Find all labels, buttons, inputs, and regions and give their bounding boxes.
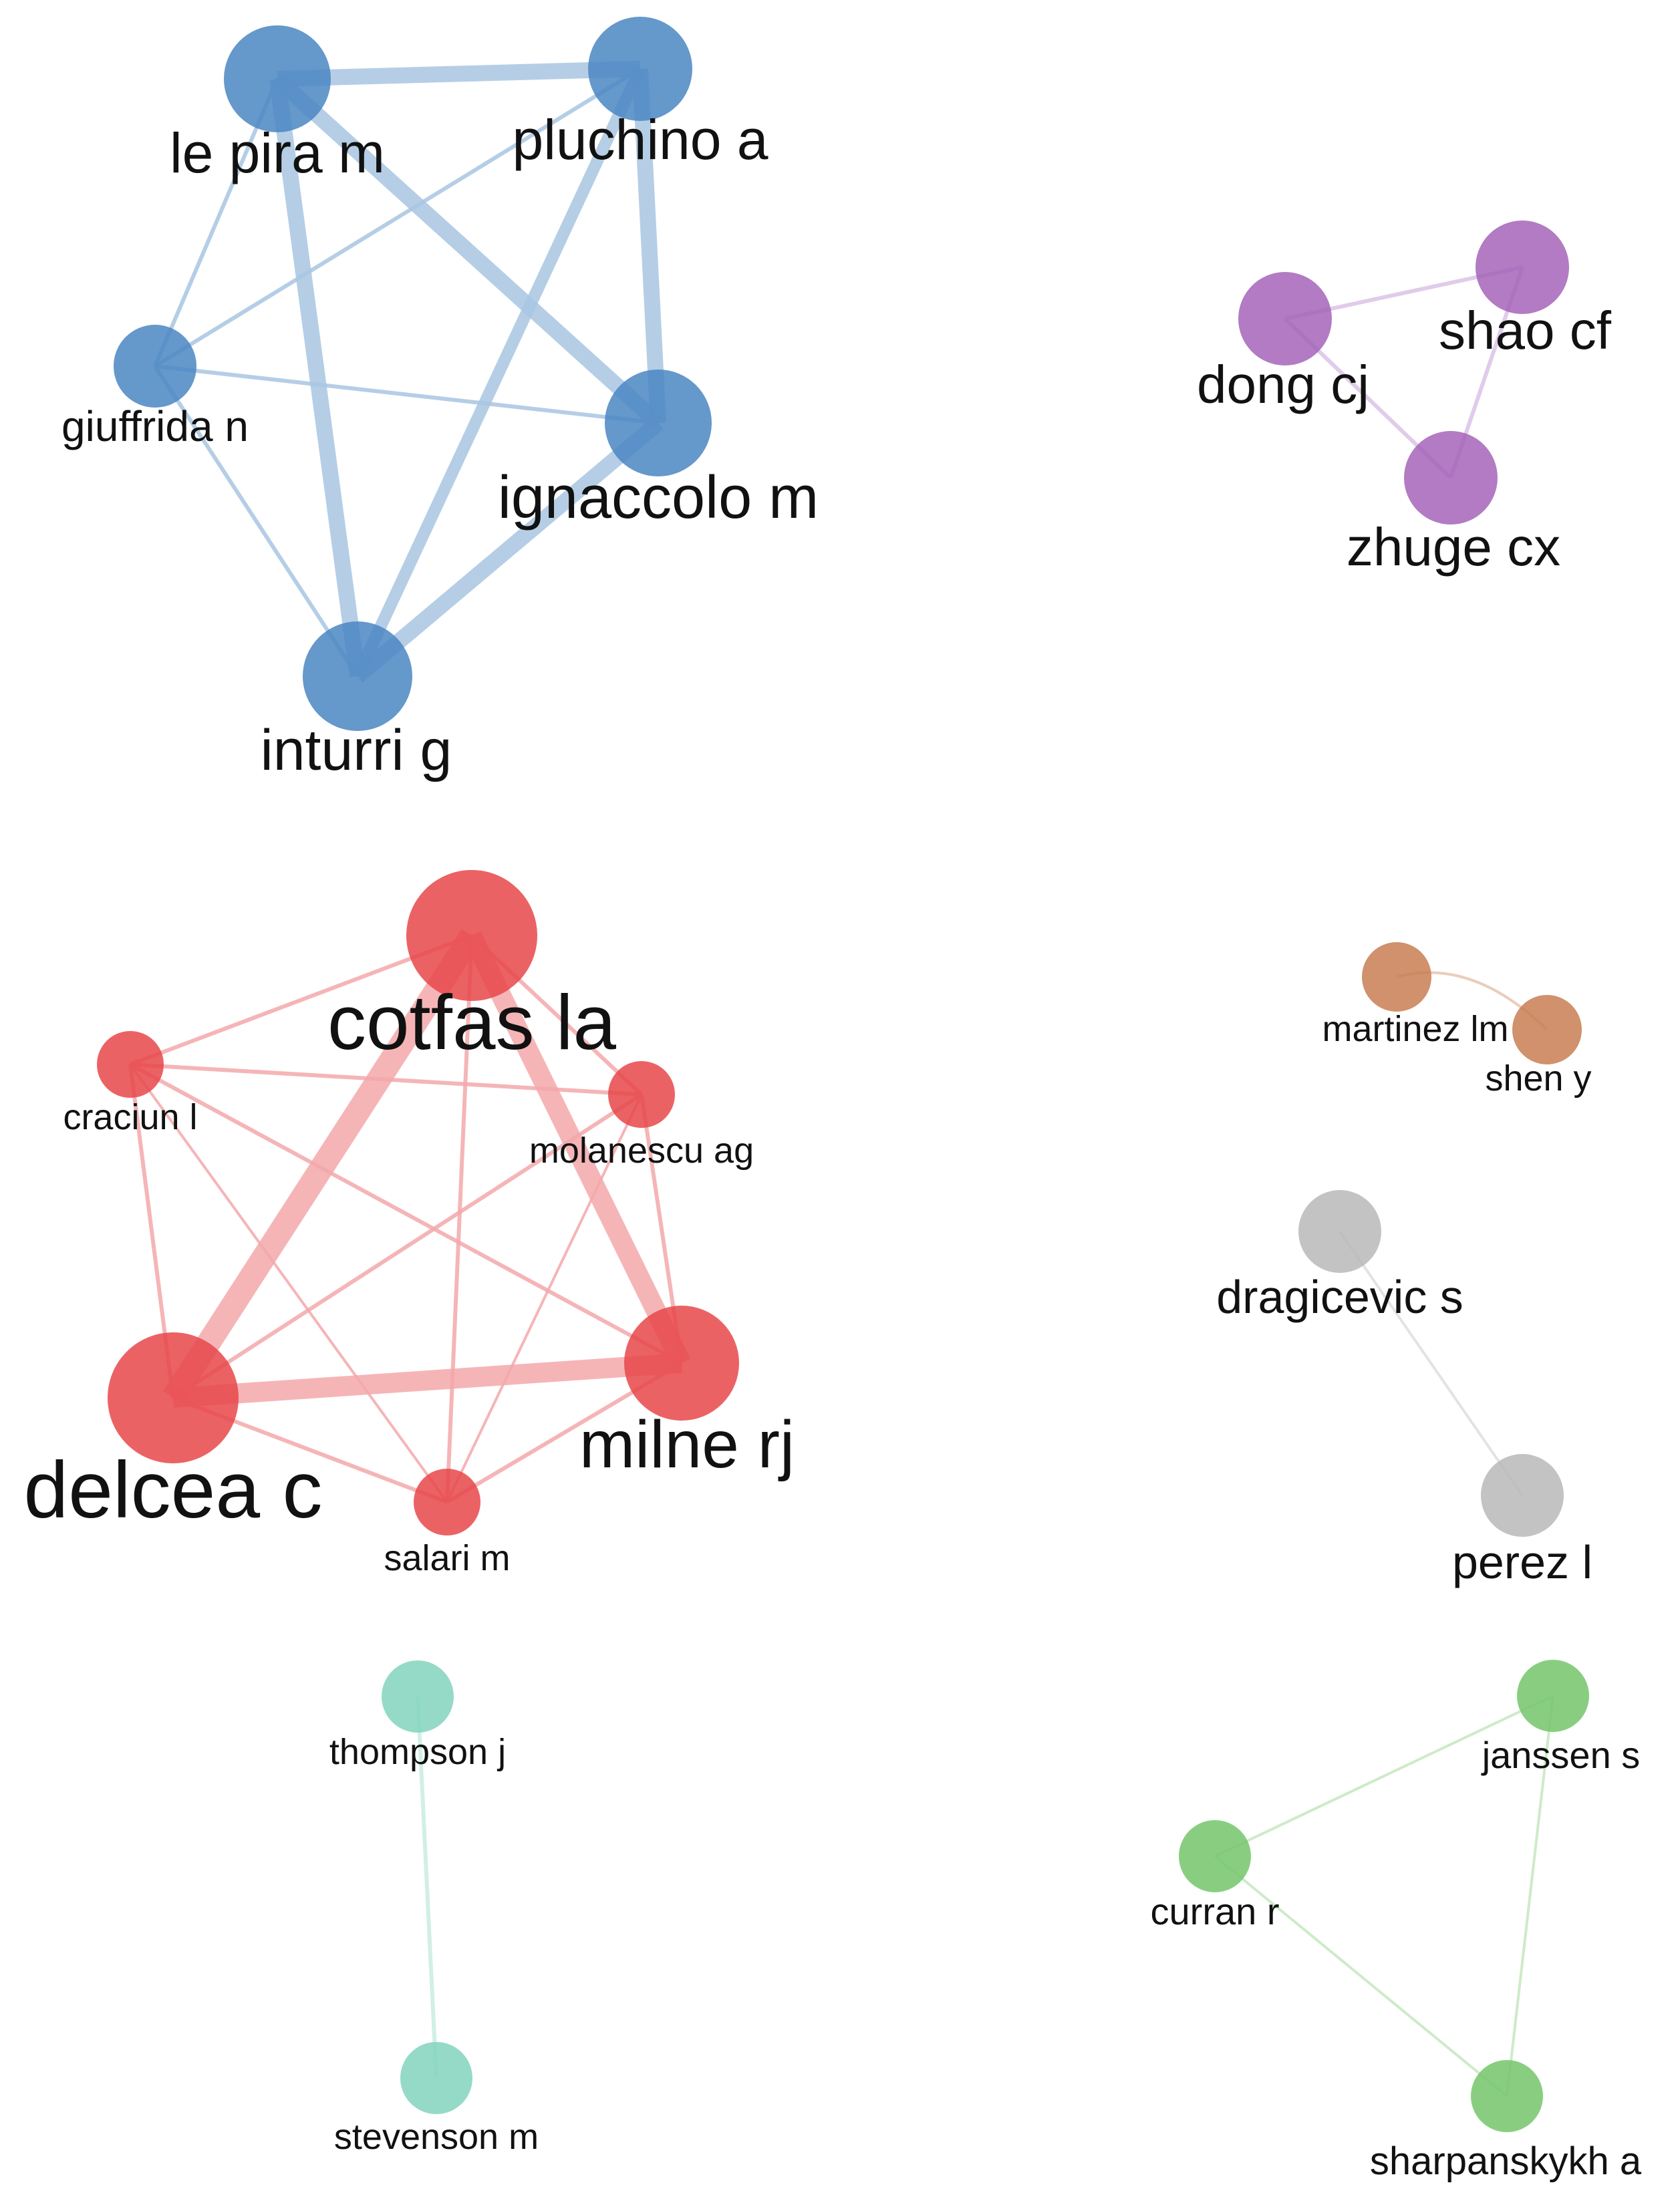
node-label-cotfas-la: cotfas la: [327, 979, 616, 1066]
node-label-thompson-j: thompson j: [329, 1732, 506, 1772]
node-label-perez-l: perez l: [1452, 1536, 1592, 1588]
node-label-shen-y: shen y: [1485, 1058, 1591, 1098]
edge-cotfas-la-milne-rj: [462, 931, 691, 1368]
node-curran-r[interactable]: [1179, 1820, 1251, 1892]
edge-pluchino-a-ignaccolo-m: [632, 68, 666, 424]
node-le-pira-m[interactable]: [224, 25, 331, 132]
node-label-sharpanskykh-a: sharpanskykh a: [1370, 2140, 1642, 2183]
labels-layer: le pira m pluchino a giuffrida n ignaccolo …: [24, 108, 1642, 2183]
node-label-salari-m: salari m: [384, 1538, 510, 1578]
edge-pluchino-a-giuffrida-n: [154, 67, 642, 368]
node-thompson-j[interactable]: [382, 1660, 454, 1733]
edge-molanescu-ag-delcea-c: [172, 1092, 643, 1400]
node-label-shao-cf: shao cf: [1439, 301, 1612, 360]
node-martinez-lm[interactable]: [1362, 942, 1431, 1012]
node-zhuge-cx[interactable]: [1404, 431, 1498, 525]
node-label-delcea-c: delcea c: [24, 1445, 323, 1535]
node-dong-cj[interactable]: [1238, 272, 1332, 365]
nodes-layer: [97, 17, 1589, 2132]
node-delcea-c[interactable]: [108, 1332, 239, 1463]
node-sharpanskykh-a[interactable]: [1471, 2060, 1543, 2132]
node-label-dragicevic-s: dragicevic s: [1216, 1271, 1463, 1323]
edge-craciun-l-salari-m: [129, 1063, 448, 1503]
node-label-pluchino-a: pluchino a: [513, 108, 768, 171]
node-shao-cf[interactable]: [1476, 221, 1569, 314]
edge-le-pira-m-ignaccolo-m: [271, 73, 664, 429]
node-label-dong-cj: dong cj: [1197, 355, 1369, 414]
edge-giuffrida-n-inturri-g: [153, 365, 360, 678]
node-label-ignaccolo-m: ignaccolo m: [498, 464, 819, 531]
node-label-craciun-l: craciun l: [63, 1097, 197, 1137]
node-label-molanescu-ag: molanescu ag: [529, 1131, 754, 1171]
edge-le-pira-m-pluchino-a: [277, 61, 641, 87]
edge-pluchino-a-inturri-g: [352, 66, 646, 679]
node-label-martinez-lm: martinez lm: [1322, 1009, 1508, 1049]
node-inturri-g[interactable]: [303, 621, 412, 731]
node-label-le-pira-m: le pira m: [170, 122, 385, 184]
node-salari-m[interactable]: [414, 1469, 480, 1535]
edge-ignaccolo-m-inturri-g: [352, 416, 664, 683]
node-molanescu-ag[interactable]: [608, 1061, 675, 1128]
node-perez-l[interactable]: [1481, 1454, 1564, 1537]
edge-dragicevic-s-perez-l: [1339, 1230, 1524, 1497]
node-stevenson-m[interactable]: [400, 2042, 472, 2114]
edge-cotfas-la-salari-m: [445, 935, 474, 1503]
node-label-milne-rj: milne rj: [579, 1407, 795, 1482]
node-label-janssen-s: janssen s: [1481, 1734, 1641, 1776]
edge-le-pira-m-inturri-g: [269, 78, 366, 678]
edge-janssen-s-sharpanskykh-a: [1506, 1695, 1554, 2097]
node-label-stevenson-m: stevenson m: [334, 2117, 539, 2157]
edge-craciun-l-molanescu-ag: [130, 1062, 642, 1096]
node-cotfas-la[interactable]: [406, 870, 537, 1001]
edge-curran-r-sharpanskykh-a: [1214, 1855, 1508, 2097]
node-label-curran-r: curran r: [1151, 1890, 1280, 1932]
edge-craciun-l-milne-rj: [129, 1062, 683, 1365]
edge-molanescu-ag-salari-m: [446, 1094, 643, 1503]
node-label-inturri-g: inturri g: [261, 718, 452, 782]
node-giuffrida-n[interactable]: [114, 325, 196, 408]
node-milne-rj[interactable]: [624, 1306, 739, 1421]
edge-thompson-j-stevenson-m: [416, 1696, 438, 2079]
node-label-zhuge-cx: zhuge cx: [1347, 517, 1560, 577]
node-janssen-s[interactable]: [1517, 1660, 1589, 1732]
edge-giuffrida-n-ignaccolo-m: [154, 364, 659, 425]
node-pluchino-a[interactable]: [588, 17, 692, 121]
edge-janssen-s-curran-r: [1214, 1695, 1554, 1858]
node-shen-y[interactable]: [1512, 995, 1582, 1064]
node-ignaccolo-m[interactable]: [605, 370, 712, 476]
node-craciun-l[interactable]: [97, 1031, 164, 1098]
node-dragicevic-s[interactable]: [1298, 1190, 1381, 1273]
edge-milne-rj-delcea-c: [172, 1353, 683, 1408]
node-label-giuffrida-n: giuffrida n: [61, 402, 249, 450]
